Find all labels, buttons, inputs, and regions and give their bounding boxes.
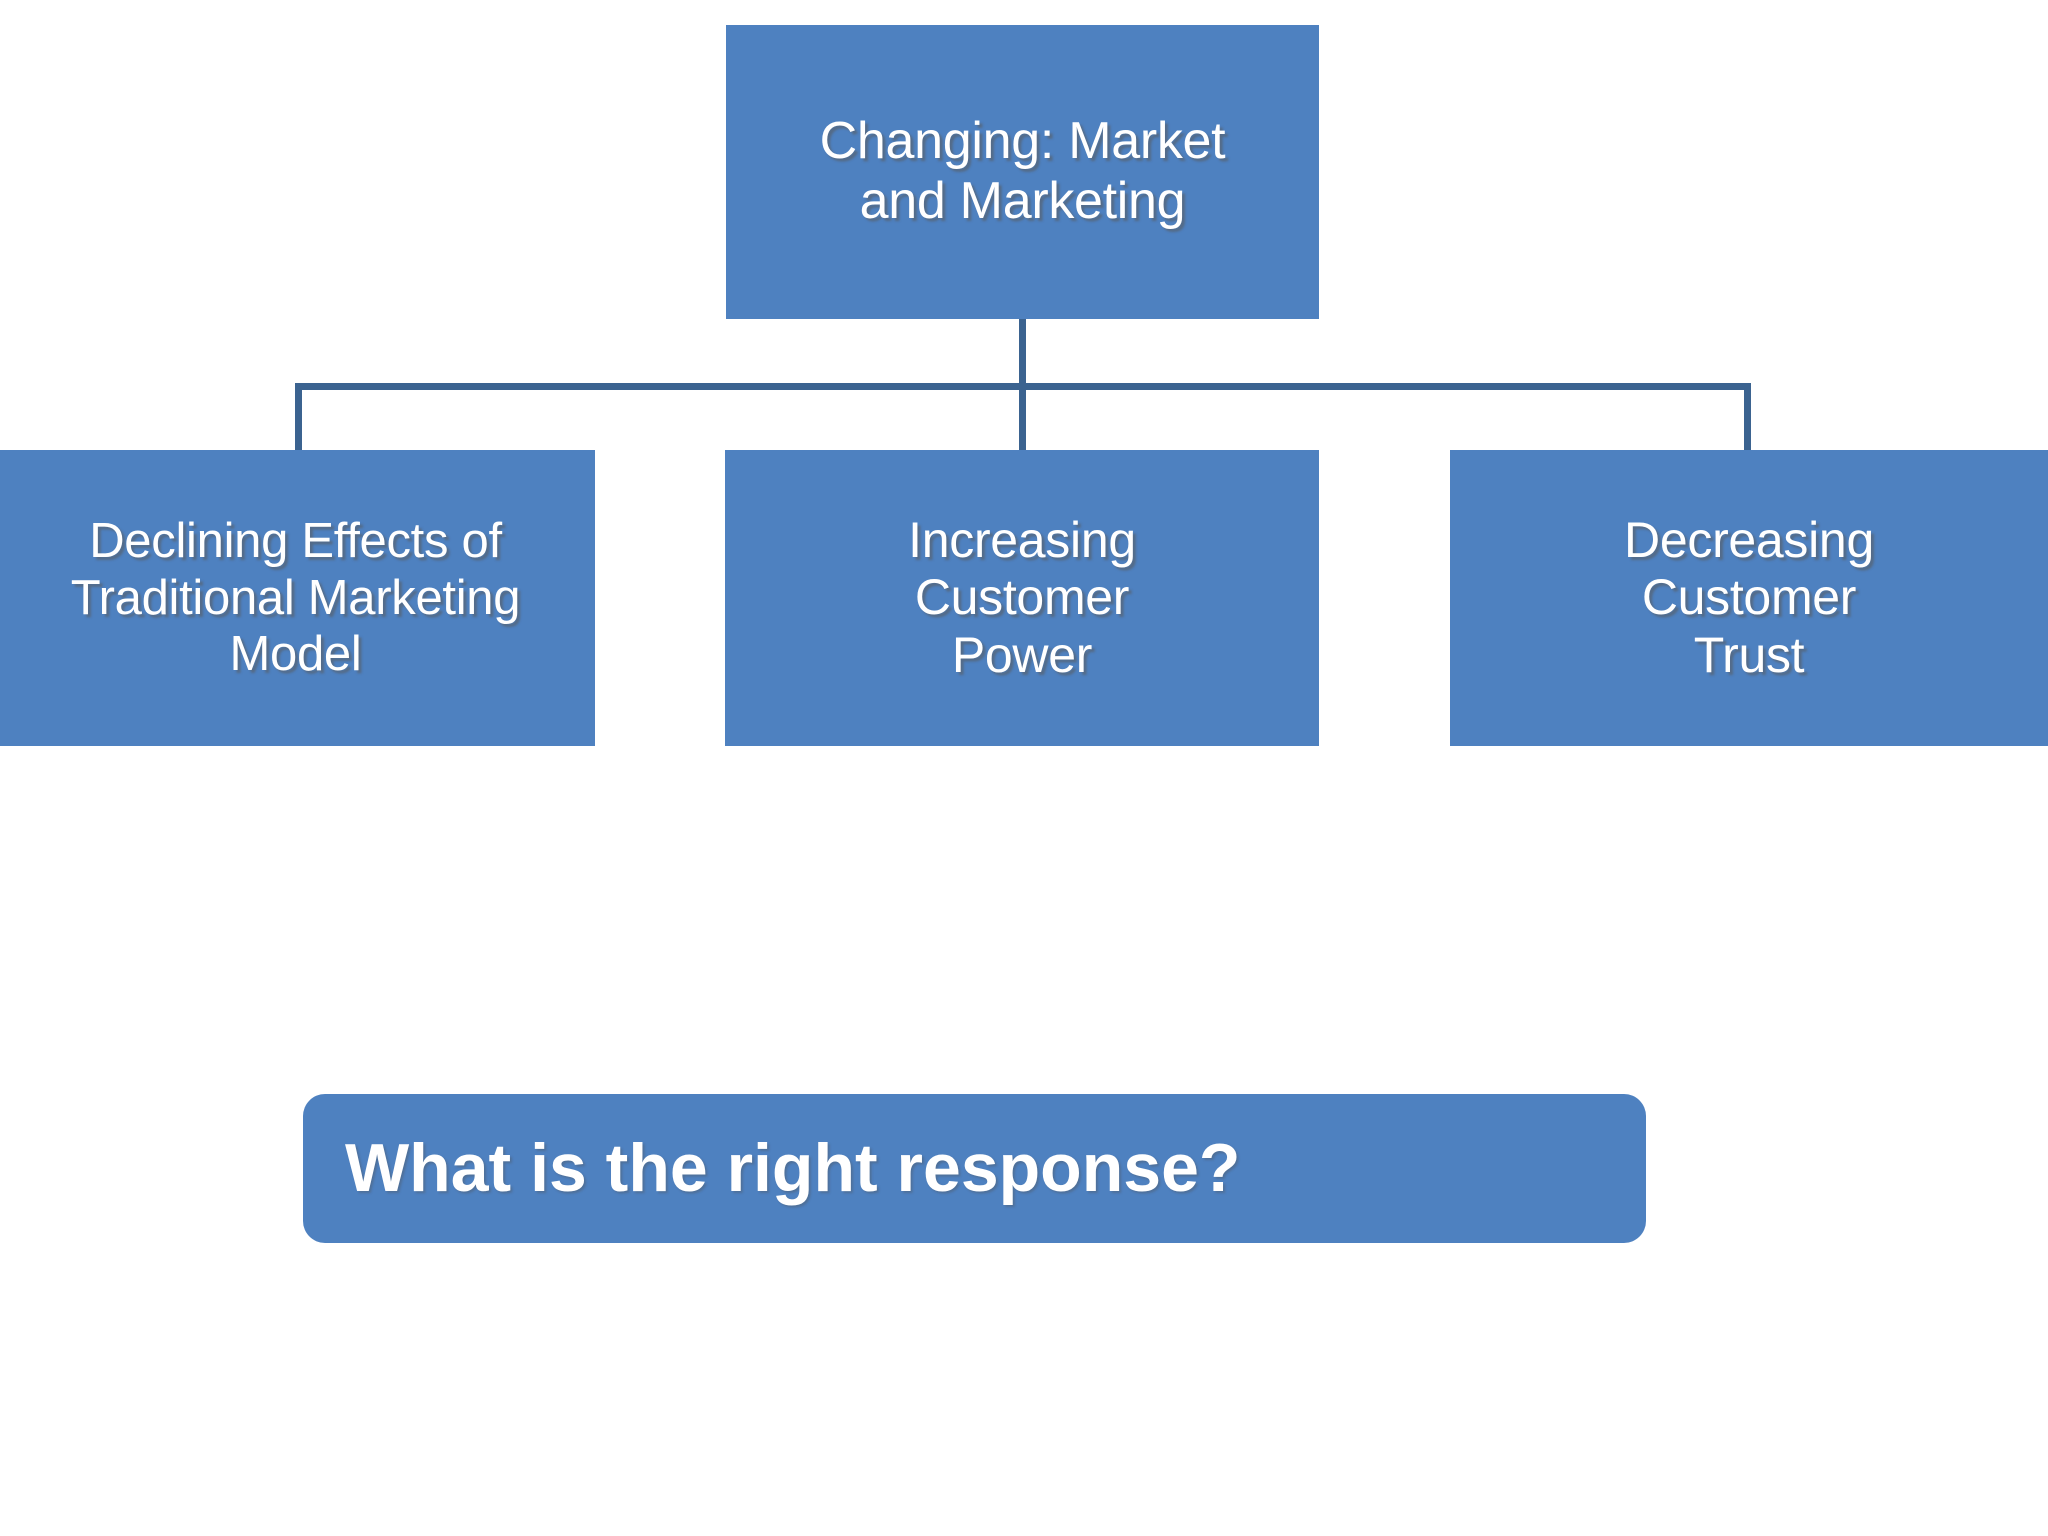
call-to-action-label: What is the right response?: [345, 1130, 1241, 1207]
diagram-node-declining-effects-label: Declining Effects of Traditional Marketi…: [70, 513, 521, 682]
call-to-action-banner[interactable]: What is the right response?: [303, 1094, 1646, 1243]
connector-root-stem: [1019, 319, 1026, 389]
connector-drop-middle: [1019, 383, 1026, 452]
connector-drop-right: [1744, 383, 1751, 452]
diagram-node-root-label: Changing: Market and Marketing: [819, 112, 1226, 230]
diagram-node-root[interactable]: Changing: Market and Marketing: [726, 25, 1319, 319]
diagram-node-increasing-customer-power-label: Increasing Customer Power: [908, 511, 1136, 683]
diagram-node-increasing-customer-power[interactable]: Increasing Customer Power: [725, 450, 1319, 746]
connector-drop-left: [295, 383, 302, 452]
diagram-node-decreasing-customer-trust-label: Decreasing Customer Trust: [1624, 511, 1874, 683]
diagram-node-decreasing-customer-trust[interactable]: Decreasing Customer Trust: [1450, 450, 2048, 746]
diagram-node-declining-effects[interactable]: Declining Effects of Traditional Marketi…: [0, 450, 595, 746]
